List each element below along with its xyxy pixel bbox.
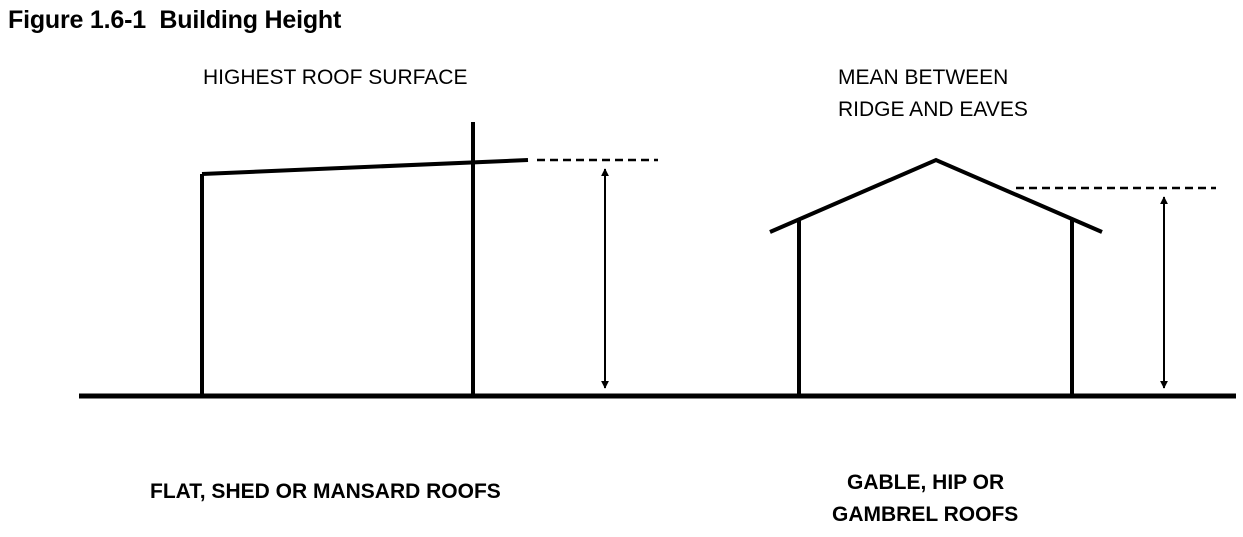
gable-roof-top-label-line1: MEAN BETWEEN (838, 66, 1009, 89)
gable-roof-building (769, 157, 1216, 396)
flat-roof-top-label: HIGHEST ROOF SURFACE (203, 66, 468, 89)
flat-roof-caption: FLAT, SHED OR MANSARD ROOFS (150, 480, 501, 503)
flat-roof-building (200, 122, 658, 396)
gable-roof-caption-line1: GABLE, HIP OR (847, 471, 1005, 494)
figure-title: Figure 1.6-1 Building Height (8, 6, 342, 34)
gable-roof-line (769, 157, 1103, 234)
gable-roof-caption-line2: GAMBREL ROOFS (832, 503, 1019, 526)
flat-roof-line (201, 158, 529, 176)
gable-roof-top-label-line2: RIDGE AND EAVES (838, 98, 1028, 121)
